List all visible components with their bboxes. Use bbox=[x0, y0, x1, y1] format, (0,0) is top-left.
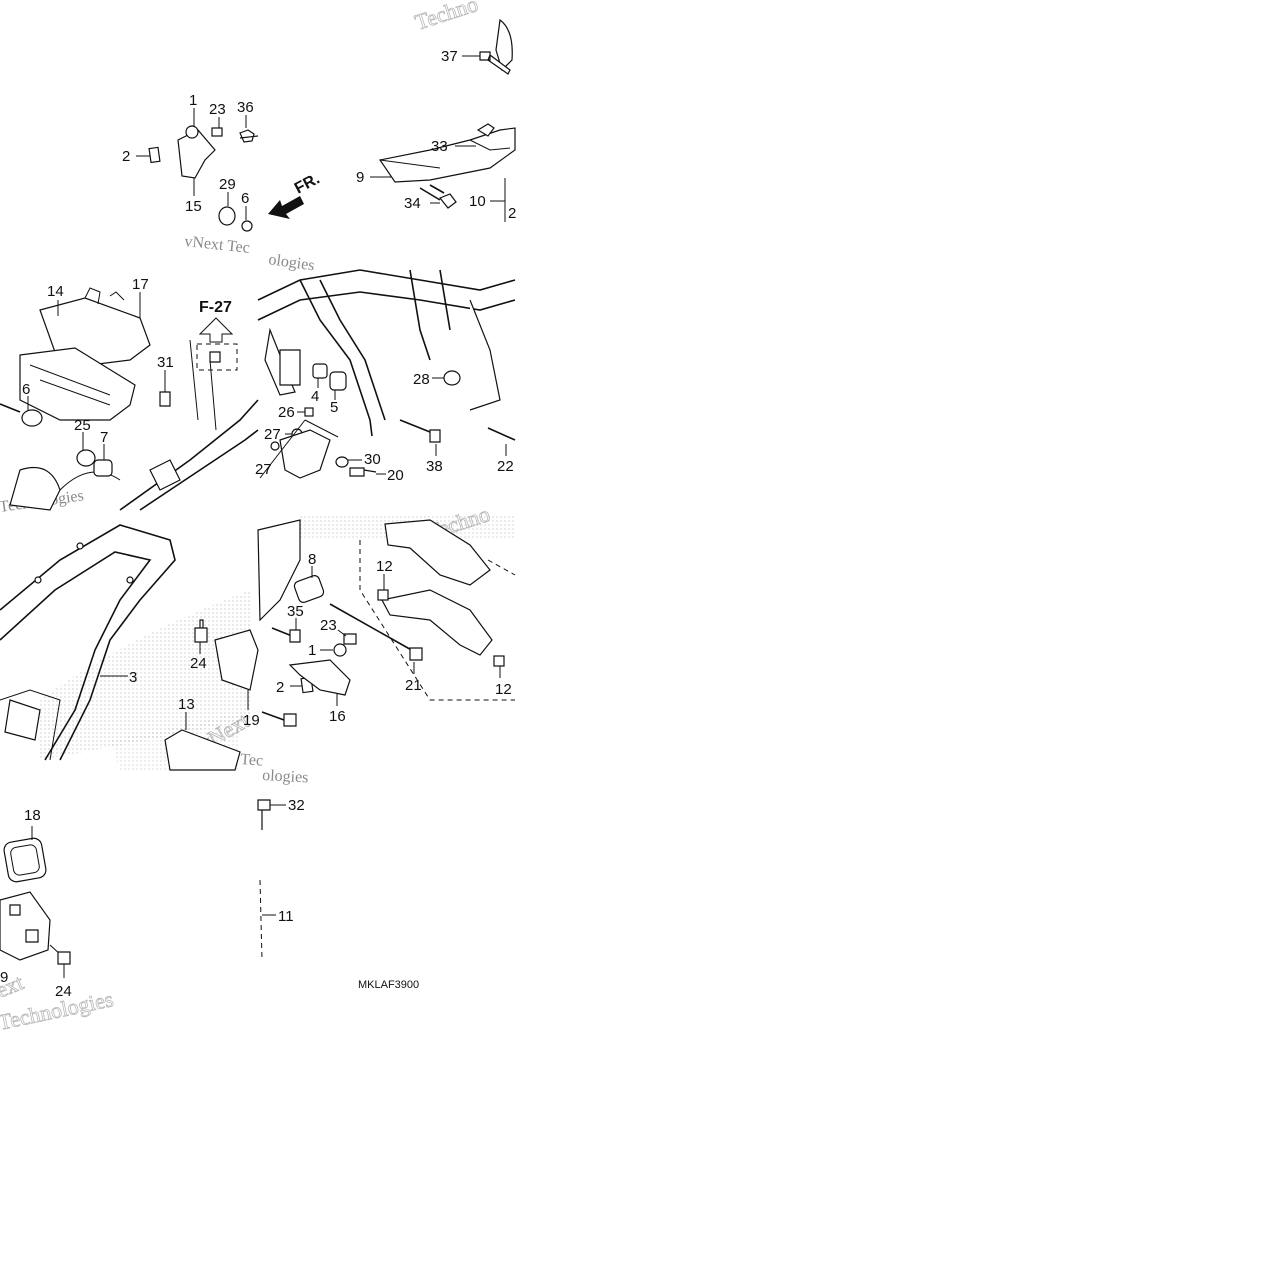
watermark: Techno bbox=[412, 0, 481, 35]
callout-6b: 6 bbox=[22, 381, 30, 398]
callout-17: 17 bbox=[132, 276, 149, 293]
callout-27: 27 bbox=[264, 426, 281, 443]
bracket-group-lower-right: 12 12 8 21 35 23 1 2 16 bbox=[257, 519, 516, 727]
callout-30: 30 bbox=[364, 451, 381, 468]
relay-group-bottom-left: 18 24 9 bbox=[0, 807, 72, 1000]
callout-7: 7 bbox=[100, 429, 108, 446]
callout-37: 37 bbox=[441, 48, 458, 65]
callout-10: 10 bbox=[469, 193, 486, 210]
callout-18: 18 bbox=[24, 807, 41, 824]
watermark-swirl bbox=[59, 471, 121, 491]
callout-26: 26 bbox=[278, 404, 295, 421]
watermark: Tec bbox=[240, 751, 264, 770]
callout-2c: 2 bbox=[276, 679, 284, 696]
callout-25: 25 bbox=[74, 417, 91, 434]
callout-21: 21 bbox=[405, 677, 422, 694]
callout-9b: 9 bbox=[0, 969, 8, 986]
callout-24b: 24 bbox=[55, 983, 72, 1000]
callout-33: 33 bbox=[431, 138, 448, 155]
callout-4: 4 bbox=[311, 388, 319, 405]
callout-36: 36 bbox=[237, 99, 254, 116]
callout-32: 32 bbox=[288, 797, 305, 814]
callout-22: 22 bbox=[497, 458, 514, 475]
callout-11: 11 bbox=[278, 908, 294, 925]
reference-label: F-27 bbox=[199, 299, 232, 316]
reference-box: F-27 bbox=[196, 299, 238, 371]
watermark: vNext Tec bbox=[184, 233, 251, 257]
front-direction-arrow: FR. bbox=[268, 170, 323, 219]
drawing-code: MKLAF3900 bbox=[358, 979, 419, 991]
bracket-group-top-left: 1 23 36 2 15 29 6 FR. bbox=[122, 92, 323, 232]
callout-27b: 27 bbox=[255, 461, 272, 478]
callout-1: 1 bbox=[189, 92, 197, 109]
callout-5: 5 bbox=[330, 399, 338, 416]
callout-2: 2 bbox=[122, 148, 130, 165]
callout-38: 38 bbox=[426, 458, 443, 475]
callout-35: 35 bbox=[287, 603, 304, 620]
callout-8: 8 bbox=[308, 551, 316, 568]
callout-9: 9 bbox=[356, 169, 364, 186]
callout-14: 14 bbox=[47, 283, 64, 300]
callout-28: 28 bbox=[413, 371, 430, 388]
rear-frame-lower-left: 3 24 19 13 bbox=[0, 524, 260, 771]
callout-29: 29 bbox=[219, 176, 236, 193]
callout-6: 6 bbox=[241, 190, 249, 207]
callout-19: 19 bbox=[243, 712, 260, 729]
watermark: ologies bbox=[267, 251, 315, 274]
callout-16: 16 bbox=[329, 708, 346, 725]
callout-23b: 23 bbox=[320, 617, 337, 634]
main-frame-mid-right: 4 5 28 26 27 30 20 38 22 27 bbox=[255, 269, 516, 484]
panel-group-bottom-right: 32 11 bbox=[257, 797, 305, 961]
callout-12b: 12 bbox=[495, 681, 512, 698]
callout-3: 3 bbox=[129, 669, 137, 686]
callout-20: 20 bbox=[387, 467, 404, 484]
callout-15: 15 bbox=[185, 198, 202, 215]
callout-23: 23 bbox=[209, 101, 226, 118]
callout-34: 34 bbox=[404, 195, 421, 212]
seat-bracket-mid-left: 14 17 31 6 25 7 F-27 bbox=[0, 276, 259, 511]
callout-2b: 2 bbox=[508, 205, 516, 222]
watermark: ologies bbox=[262, 767, 309, 786]
callout-24: 24 bbox=[190, 655, 207, 672]
callout-1b: 1 bbox=[308, 642, 316, 659]
callout-12: 12 bbox=[376, 558, 393, 575]
direction-label: FR. bbox=[292, 170, 323, 197]
callout-31: 31 bbox=[157, 354, 174, 371]
callout-13: 13 bbox=[178, 696, 195, 713]
frame-mount-top-right: 37 33 9 34 10 2 bbox=[356, 18, 516, 222]
